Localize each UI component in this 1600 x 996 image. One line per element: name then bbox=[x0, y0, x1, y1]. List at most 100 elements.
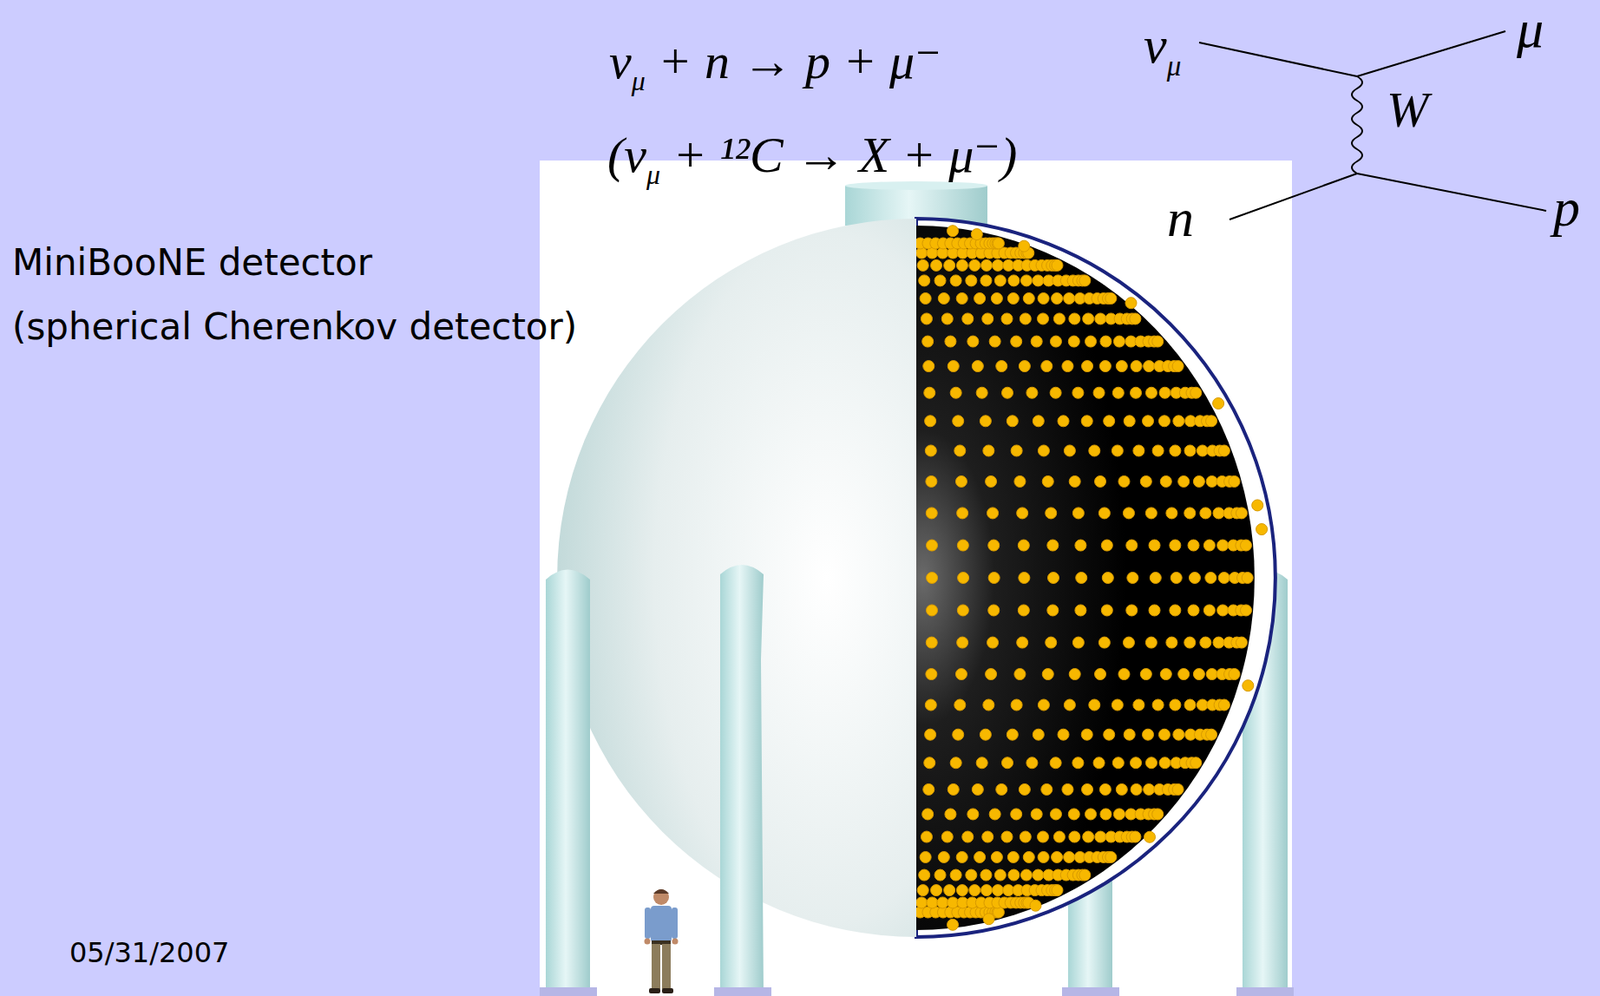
pmt-dot bbox=[1075, 604, 1087, 617]
pmt-dot bbox=[1129, 313, 1141, 325]
pmt-dot bbox=[989, 808, 1001, 820]
pmt-dot bbox=[1213, 507, 1225, 519]
detector-title: MiniBooNE detector bbox=[12, 241, 373, 284]
pmt-dot bbox=[1037, 313, 1050, 325]
particle-label: μ bbox=[1167, 50, 1182, 82]
pmt-dot bbox=[981, 885, 993, 897]
pmt-dot bbox=[931, 259, 943, 271]
person-figure bbox=[644, 889, 679, 994]
leg-foot bbox=[1062, 987, 1120, 996]
particle-label-group: νμ bbox=[1143, 19, 1181, 81]
pmt-dot bbox=[1242, 680, 1254, 692]
pmt-dot bbox=[988, 539, 1000, 551]
pmt-dot bbox=[1081, 360, 1094, 373]
pmt-dot bbox=[1075, 572, 1088, 584]
pmt-dot bbox=[979, 415, 991, 427]
fermion-line bbox=[1229, 173, 1358, 220]
pmt-dot bbox=[944, 808, 957, 820]
pmt-dot bbox=[1184, 445, 1196, 457]
pmt-dot bbox=[1018, 240, 1030, 252]
pmt-dot bbox=[1252, 499, 1264, 512]
pmt-dot bbox=[1057, 728, 1069, 741]
pmt-dot bbox=[1032, 728, 1044, 741]
pmt-dot bbox=[944, 885, 956, 897]
pmt-dot bbox=[1148, 604, 1161, 617]
pmt-dot bbox=[1105, 851, 1117, 863]
pmt-dot bbox=[1142, 728, 1155, 741]
pmt-dot bbox=[1170, 572, 1182, 584]
pmt-dot bbox=[992, 259, 1004, 271]
pmt-dot bbox=[967, 335, 979, 348]
pmt-dot bbox=[965, 275, 978, 287]
pmt-dot bbox=[1130, 360, 1142, 373]
pmt-dot bbox=[1018, 572, 1030, 584]
pmt-dot bbox=[1095, 475, 1107, 487]
pmt-dot bbox=[1081, 728, 1093, 741]
pmt-dot bbox=[1129, 831, 1141, 843]
leg-foot bbox=[714, 987, 772, 996]
pmt-dot bbox=[1082, 831, 1095, 843]
pmt-dot bbox=[1130, 386, 1142, 399]
pmt-dot bbox=[1169, 445, 1181, 457]
pmt-dot bbox=[1193, 475, 1205, 487]
pmt-dot bbox=[987, 507, 999, 519]
pmt-dot bbox=[1143, 783, 1155, 795]
pmt-dot bbox=[1160, 475, 1172, 487]
pmt-dot bbox=[944, 335, 957, 348]
pmt-dot bbox=[1049, 757, 1062, 769]
pmt-dot bbox=[1103, 415, 1115, 427]
pmt-dot bbox=[1133, 699, 1145, 711]
pmt-dot bbox=[1022, 293, 1035, 305]
pmt-dot bbox=[1053, 313, 1065, 325]
pmt-dot bbox=[967, 808, 979, 820]
particle-label: μ bbox=[1516, 0, 1544, 59]
pmt-dot bbox=[925, 475, 938, 487]
particle-label-group: μ bbox=[1516, 1, 1544, 56]
pmt-dot bbox=[937, 851, 950, 863]
pmt-dot bbox=[1152, 445, 1164, 457]
pmt-dot bbox=[1160, 668, 1172, 681]
pmt-dot bbox=[1111, 445, 1123, 457]
pmt-dot bbox=[926, 897, 938, 909]
pmt-dot bbox=[1115, 360, 1128, 373]
pmt-dot bbox=[1016, 636, 1029, 649]
pmt-dot bbox=[1190, 757, 1202, 769]
pmt-dot bbox=[922, 808, 934, 820]
pmt-dot bbox=[1206, 415, 1218, 427]
pmt-dot bbox=[924, 699, 937, 711]
pmt-dot bbox=[1085, 808, 1097, 820]
pmt-dot bbox=[1045, 636, 1057, 649]
pmt-dot bbox=[1030, 335, 1043, 348]
pmt-dot bbox=[1172, 360, 1184, 373]
pmt-dot bbox=[980, 869, 992, 881]
pmt-dot bbox=[965, 869, 978, 881]
pmt-dot bbox=[1018, 783, 1030, 795]
pmt-dot bbox=[1014, 475, 1026, 487]
pmt-dot bbox=[1072, 757, 1084, 769]
pmt-dot bbox=[1112, 386, 1124, 399]
sphere-outer-wall bbox=[916, 218, 1276, 938]
pmt-dot bbox=[954, 699, 966, 711]
pmt-dot bbox=[1166, 507, 1178, 519]
detector-subtitle: (spherical Cherenkov detector) bbox=[12, 305, 578, 348]
pmt-dot bbox=[1190, 386, 1202, 399]
pmt-dot bbox=[1037, 445, 1050, 457]
date-label: 05/31/2007 bbox=[69, 936, 230, 970]
reaction-equation-group: (νμ+ ¹²C → X + μ⁻) bbox=[607, 130, 1017, 190]
pmt-dot bbox=[1235, 636, 1247, 649]
pmt-dot bbox=[1118, 475, 1130, 487]
pmt-dot bbox=[974, 851, 986, 863]
pmt-dot bbox=[1217, 604, 1229, 617]
pmt-dot bbox=[1047, 604, 1059, 617]
pmt-dot bbox=[937, 897, 949, 909]
pmt-dot bbox=[956, 293, 968, 305]
pmt-dot bbox=[1019, 831, 1031, 843]
pmt-dot bbox=[937, 293, 950, 305]
pmt-dot bbox=[1042, 668, 1054, 681]
pmt-dot bbox=[925, 668, 938, 681]
pmt-dot bbox=[1203, 539, 1215, 551]
pmt-dot bbox=[1047, 539, 1059, 551]
pmt-dot bbox=[1085, 335, 1097, 348]
pmt-dot bbox=[1098, 636, 1110, 649]
pmt-dot bbox=[918, 869, 931, 881]
